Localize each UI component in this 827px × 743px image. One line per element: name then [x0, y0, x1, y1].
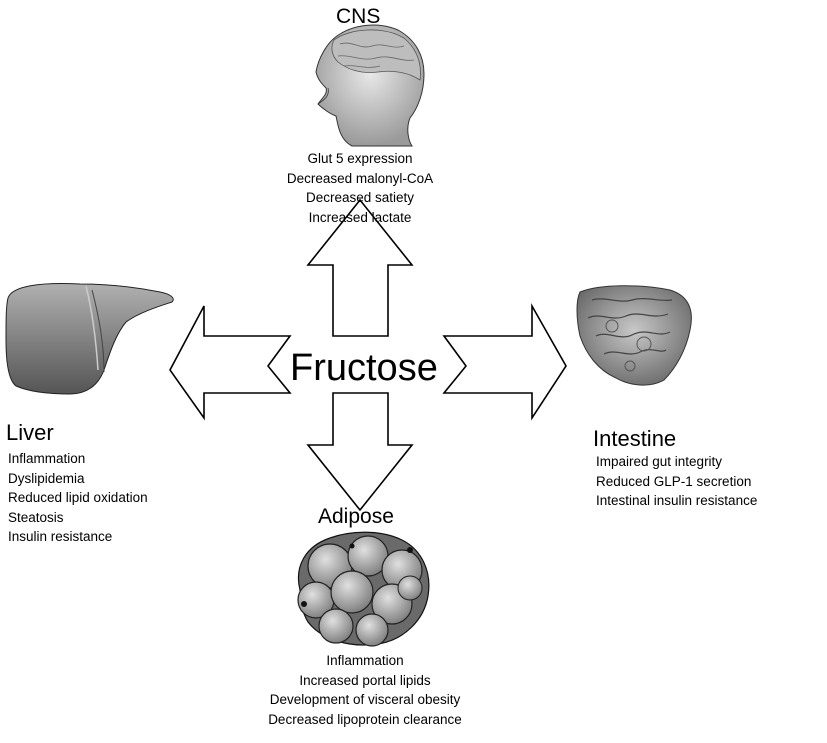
- intestine-effects-list: Impaired gut integrity Reduced GLP-1 sec…: [596, 452, 757, 511]
- adipose-effect-item: Decreased lipoprotein clearance: [268, 711, 462, 727]
- cns-effect-item: Decreased malonyl-CoA: [286, 170, 434, 186]
- intestine-title: Intestine: [593, 426, 677, 451]
- arrow-left: [169, 305, 292, 421]
- arrow-down: [306, 392, 414, 512]
- adipose-effect-item: Increased portal lipids: [299, 672, 431, 688]
- liver-effect-item: Dyslipidemia: [8, 470, 85, 486]
- adipose-cells-icon: [297, 531, 430, 647]
- cns-effect-item: Decreased satiety: [305, 190, 415, 205]
- cns-title: CNS: [336, 5, 381, 28]
- cns-effect-item: Increased lactate: [308, 209, 412, 225]
- adipose-effect-item: Development of visceral obesity: [269, 692, 461, 707]
- liver-title: Liver: [6, 420, 54, 445]
- head-profile-icon: [315, 24, 425, 147]
- arrow-up: [306, 198, 414, 337]
- cns-effects-list: Glut 5 expression Decreased malonyl-CoA …: [255, 149, 465, 227]
- liver-effect-item: Reduced lipid oxidation: [8, 490, 148, 505]
- arrow-right: [442, 302, 567, 421]
- cns-effect-item: Glut 5 expression: [307, 151, 413, 166]
- liver-icon: [5, 283, 174, 395]
- liver-effect-item: Insulin resistance: [8, 529, 113, 544]
- adipose-effects-list: Inflammation Increased portal lipids Dev…: [250, 651, 480, 729]
- intestine-icon: [576, 285, 692, 386]
- fructose-label: Fructose: [290, 347, 438, 389]
- liver-effect-item: Inflammation: [8, 451, 86, 466]
- intestine-effect-item: Reduced GLP-1 secretion: [596, 473, 752, 489]
- adipose-title: Adipose: [318, 505, 394, 528]
- intestine-effect-item: Intestinal insulin resistance: [596, 493, 758, 508]
- liver-effect-item: Steatosis: [8, 509, 64, 525]
- adipose-effect-item: Inflammation: [326, 653, 404, 668]
- liver-effects-list: Inflammation Dyslipidemia Reduced lipid …: [8, 449, 148, 547]
- intestine-effect-item: Impaired gut integrity: [596, 454, 723, 469]
